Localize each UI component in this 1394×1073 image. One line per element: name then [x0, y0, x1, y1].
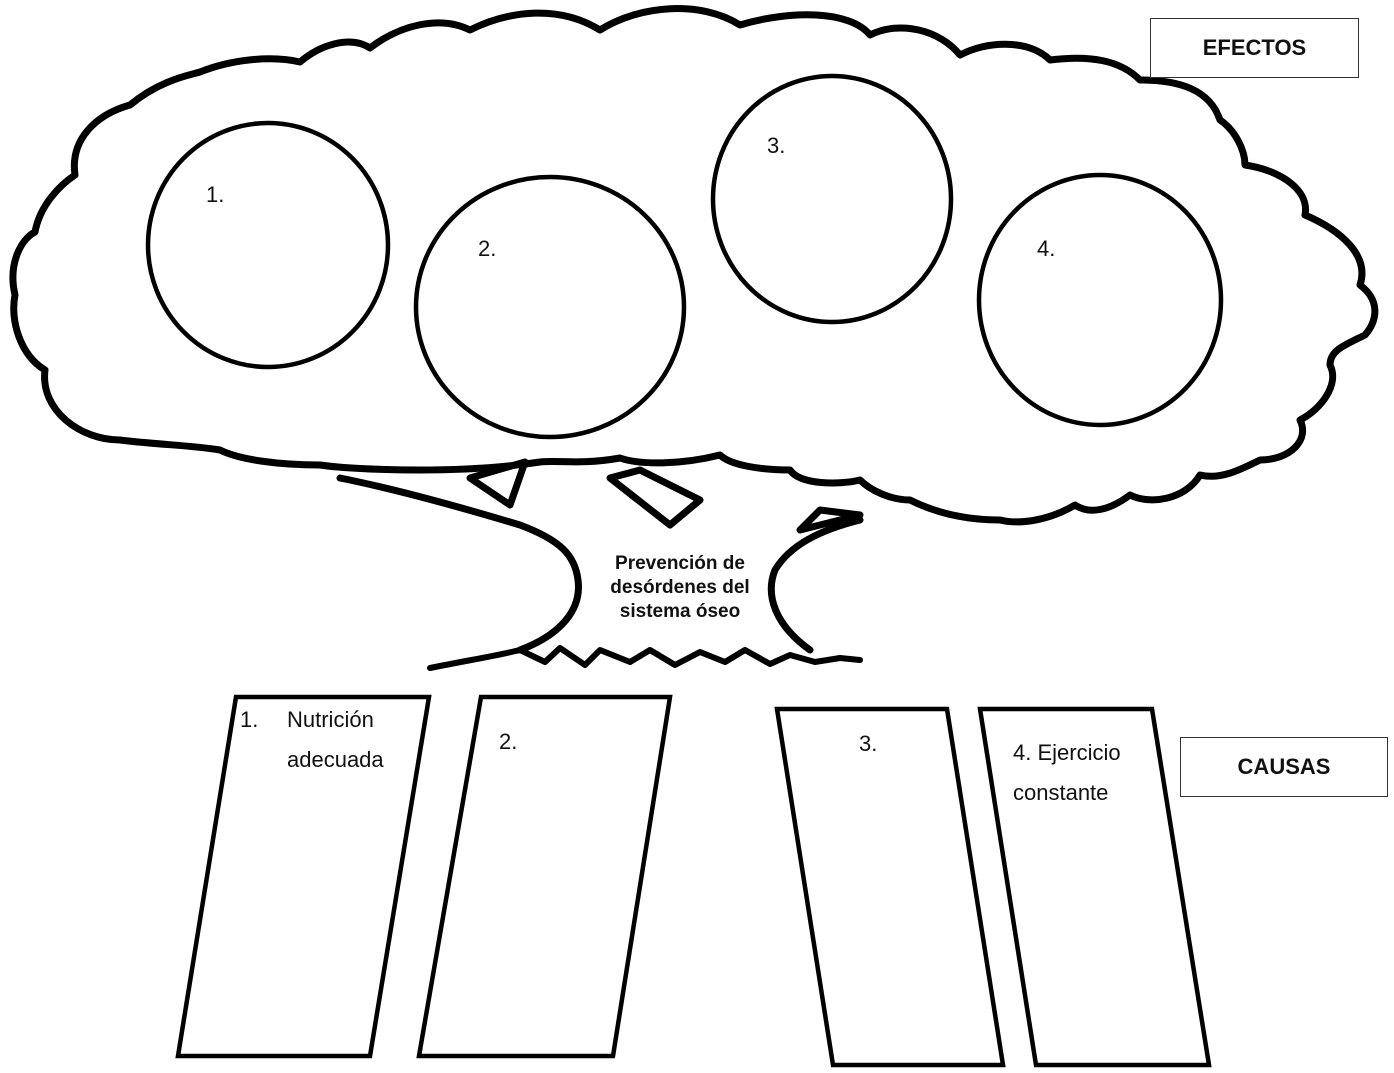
- causes-label-text: CAUSAS: [1237, 754, 1331, 779]
- cause-box-3[interactable]: [774, 706, 1006, 1068]
- tree-trunk-outline-right: [767, 516, 864, 654]
- effect-number-1: 1.: [206, 182, 225, 207]
- cause-box-2[interactable]: [416, 694, 673, 1059]
- effect-circle-3[interactable]: [710, 73, 954, 325]
- cause-number-2: 2.: [499, 729, 518, 754]
- cause-number-3: 3.: [859, 731, 878, 756]
- effects-label: EFECTOS: [1150, 18, 1359, 78]
- center-line-1: Prevención de: [615, 553, 745, 574]
- cause-1-line-2: adecuada: [287, 747, 384, 772]
- cause-text-1: Nutrición adecuada: [287, 700, 384, 780]
- effect-circle-4[interactable]: [976, 172, 1224, 428]
- effects-label-text: EFECTOS: [1202, 35, 1307, 60]
- cause-1-line-1: Nutrición: [287, 707, 374, 732]
- tree-trunk-outline: [336, 474, 582, 654]
- cause-text-4: 4. Ejercicio constante: [1013, 733, 1121, 813]
- cause-4-line-2: constante: [1013, 780, 1109, 805]
- center-line-3: sistema óseo: [619, 601, 741, 622]
- effect-number-4: 4.: [1037, 236, 1056, 261]
- causes-label: CAUSAS: [1180, 737, 1388, 797]
- effect-circle-2[interactable]: [413, 174, 687, 440]
- tree-canopy-outline: [9, 5, 1379, 526]
- cause-box-1[interactable]: [175, 694, 432, 1059]
- center-problem-text: Prevención de desórdenes del sistema óse…: [570, 552, 790, 624]
- effect-circle-1[interactable]: [145, 120, 391, 370]
- cause-4-line-1: 4. Ejercicio: [1013, 740, 1121, 765]
- effect-number-3: 3.: [767, 133, 786, 158]
- cause-box-4[interactable]: [977, 706, 1212, 1068]
- tree-branch-left: [466, 458, 529, 509]
- tree-branch-right: [796, 506, 864, 534]
- cause-number-1: 1.: [240, 707, 259, 732]
- effect-number-2: 2.: [478, 236, 497, 261]
- tree-roots: [427, 645, 863, 671]
- tree-branch-middle: [606, 466, 704, 529]
- center-line-2: desórdenes del: [610, 577, 750, 598]
